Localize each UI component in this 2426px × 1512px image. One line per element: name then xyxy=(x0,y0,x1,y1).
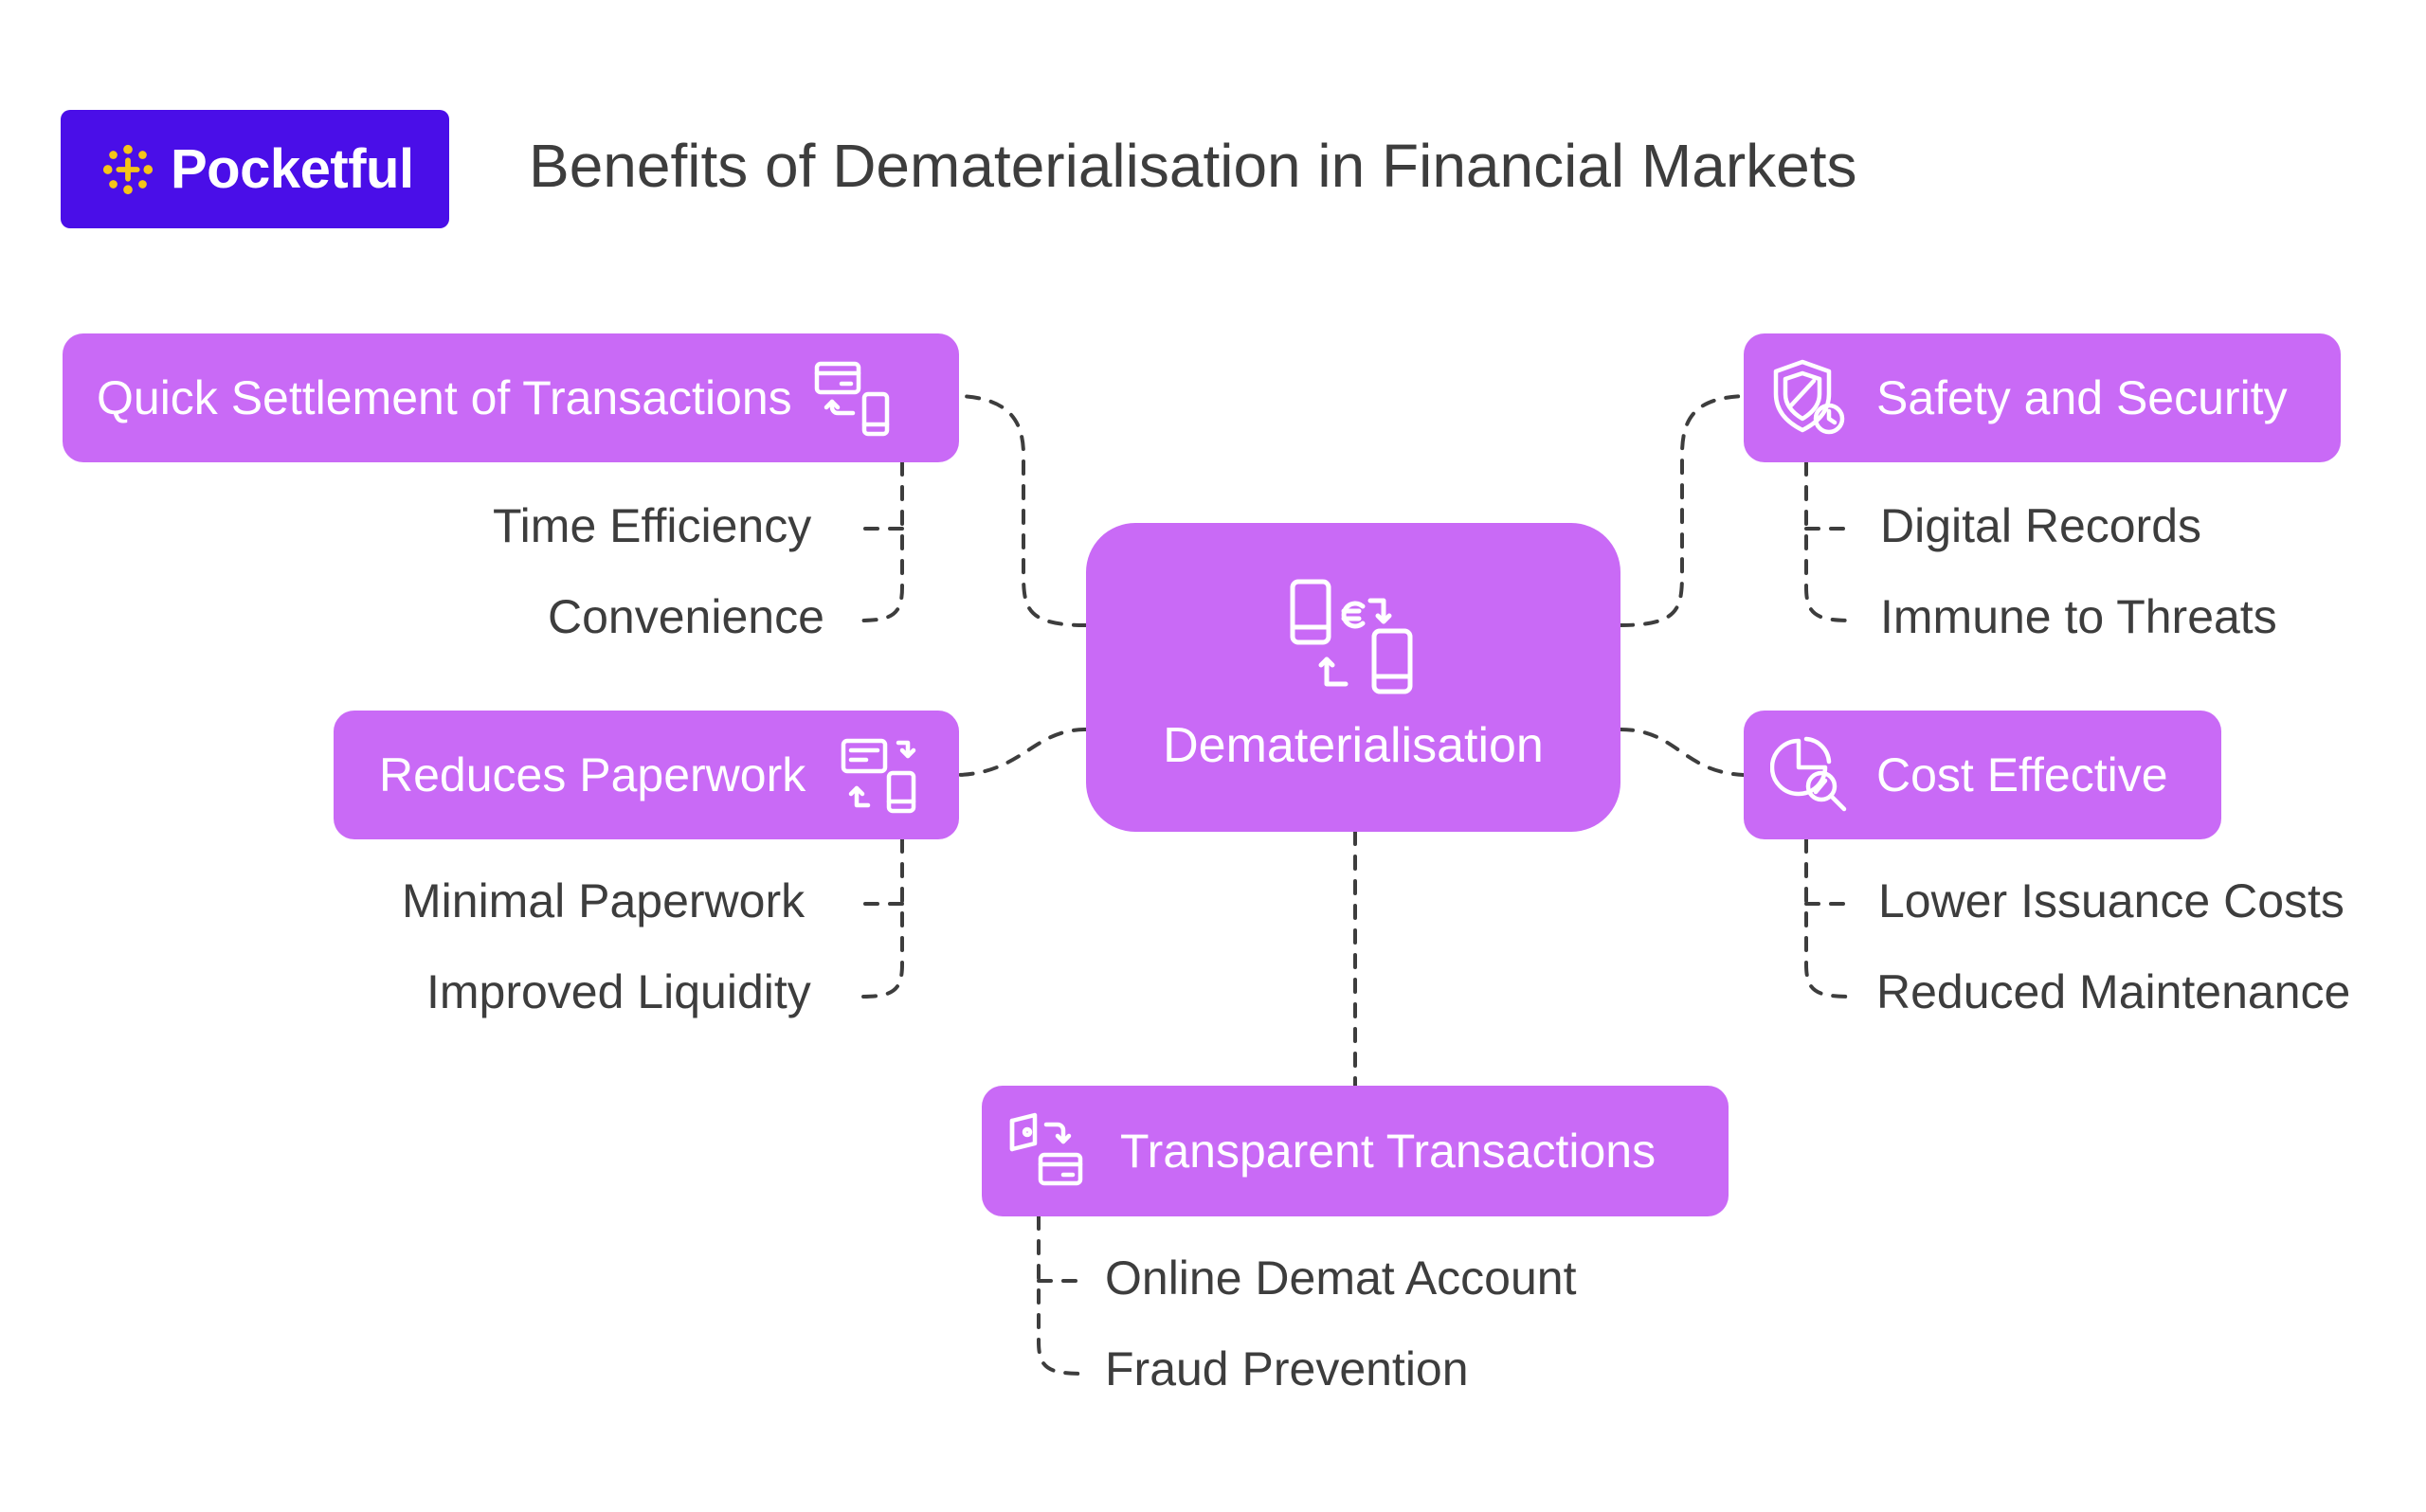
branch-label: Quick Settlement of Transactions xyxy=(97,371,792,424)
shield-lock-icon xyxy=(1773,359,1845,435)
leaf-fraud-prevention: Fraud Prevention xyxy=(1105,1342,1469,1395)
link-transparent-children xyxy=(1037,1215,1088,1376)
wallet-card-transfer-icon xyxy=(1009,1112,1083,1186)
branch-quick-settlement: Quick Settlement of Transactions xyxy=(63,333,959,462)
branch-label: Safety and Security xyxy=(1876,371,2288,424)
branch-safety-security: Safety and Security xyxy=(1744,333,2341,462)
branch-transparent-transactions: Transparent Transactions xyxy=(982,1086,1729,1216)
leaf-digital-records: Digital Records xyxy=(1880,499,2202,552)
branch-reduces-paperwork: Reduces Paperwork xyxy=(334,711,959,839)
center-node: Dematerialisation xyxy=(1086,523,1620,832)
page-title: Benefits of Dematerialisation in Financi… xyxy=(529,132,1857,200)
leaf-improved-liquidity: Improved Liquidity xyxy=(426,965,811,1018)
link-settlement-children xyxy=(857,460,904,622)
link-safety-children xyxy=(1804,460,1856,622)
card-to-phone-icon xyxy=(814,361,889,437)
phone-euro-exchange-icon xyxy=(1290,579,1413,694)
brand-name: Pocketful xyxy=(171,138,414,200)
leaf-immune-to-threats: Immune to Threats xyxy=(1880,590,2277,643)
link-center-paperwork xyxy=(957,728,1088,777)
leaf-lower-issuance-costs: Lower Issuance Costs xyxy=(1878,874,2345,927)
chart-magnifier-icon xyxy=(1770,736,1847,812)
link-cost-children xyxy=(1804,837,1856,999)
sparkle-logo-icon xyxy=(102,144,154,194)
branch-label: Transparent Transactions xyxy=(1120,1125,1657,1178)
branch-label: Cost Effective xyxy=(1876,748,2168,801)
branch-label: Reduces Paperwork xyxy=(379,748,806,801)
link-center-cost xyxy=(1619,728,1746,777)
leaf-convenience: Convenience xyxy=(548,590,824,643)
leaf-online-demat-account: Online Demat Account xyxy=(1105,1251,1577,1305)
leaf-time-efficiency: Time Efficiency xyxy=(493,499,812,552)
link-center-safety xyxy=(1619,394,1746,627)
document-phone-sync-icon xyxy=(841,738,916,814)
pocketful-logo: Pocketful xyxy=(61,110,449,228)
leaf-reduced-maintenance: Reduced Maintenance xyxy=(1876,965,2351,1018)
branch-cost-effective: Cost Effective xyxy=(1744,711,2221,839)
leaf-minimal-paperwork: Minimal Paperwork xyxy=(402,874,806,927)
link-paperwork-children xyxy=(857,837,904,999)
center-label: Dematerialisation xyxy=(1163,718,1544,773)
link-center-settlement xyxy=(957,394,1088,627)
